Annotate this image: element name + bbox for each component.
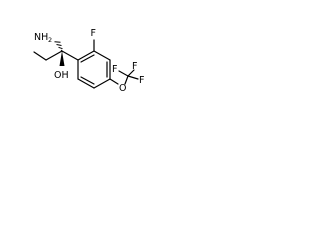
ring-bond-bottom-right xyxy=(93,78,111,89)
cf3-fluorine-top-left-label: F xyxy=(112,64,117,75)
oxygen-to-cf3-bond xyxy=(124,75,129,85)
hydroxyl-wedge-bond xyxy=(59,51,65,66)
cf3-fluorine-right-label: F xyxy=(139,75,144,86)
amine-subscript: 2 xyxy=(48,36,52,44)
fluorine-label: F xyxy=(91,28,96,39)
ring-bond-top-right xyxy=(93,50,111,61)
methyl-bond xyxy=(33,51,47,61)
carbinol-to-amine-carbon-bond xyxy=(45,50,63,61)
ring-double-bond-top xyxy=(80,54,95,63)
cf3-bond-right xyxy=(127,75,139,80)
ring-bond-bottom-left xyxy=(77,78,95,89)
amine-hashed-wedge-bond xyxy=(54,41,64,53)
ring-to-oxygen-bond xyxy=(109,78,119,85)
hydroxyl-label: OH xyxy=(54,70,69,81)
cf3-bond-top-right xyxy=(127,69,135,77)
molecule-canvas: F OH NH 2 O F F F xyxy=(0,0,152,152)
cf3-fluorine-top-right-label: F xyxy=(132,61,137,72)
ring-bond-top-left xyxy=(77,50,95,61)
ring-to-carbinol-bond xyxy=(61,50,79,61)
cf3-bond-top-left xyxy=(118,70,129,77)
structure-drawing: F OH NH 2 O F F F xyxy=(33,28,144,94)
ether-oxygen-label: O xyxy=(119,83,126,94)
amine-label: NH xyxy=(34,32,48,43)
ring-double-bond-bottom xyxy=(80,76,95,85)
